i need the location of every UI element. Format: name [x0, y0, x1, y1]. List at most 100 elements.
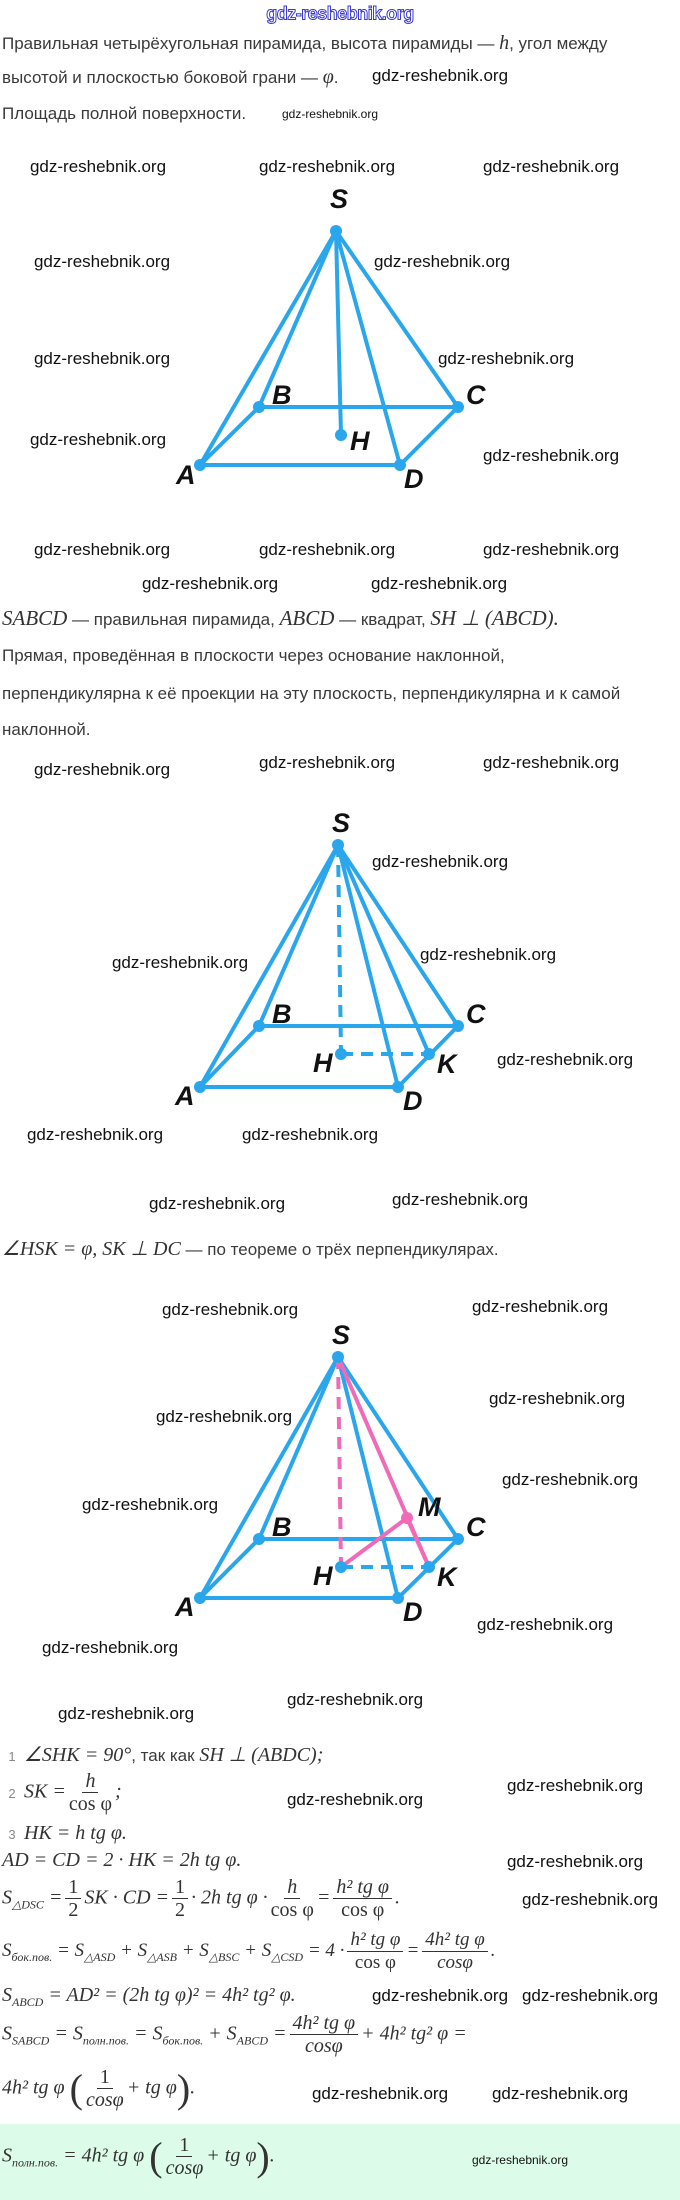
math-part — [194, 1081, 206, 1093]
math-part — [336, 843, 460, 1028]
point-d — [394, 459, 406, 471]
watermark: gdz-reshebnik.org — [241, 1125, 379, 1144]
math-part: cosφ — [165, 2157, 204, 2179]
math-part — [423, 1561, 435, 1573]
math-part: + tg φ — [126, 2076, 177, 2099]
edge-sb — [257, 230, 338, 408]
watermark: gdz-reshebnik.org — [148, 1194, 286, 1213]
point-label: C — [466, 999, 486, 1029]
point-label: B — [272, 1512, 292, 1542]
math-part: cos φ — [354, 1951, 396, 1973]
math-part: △CSD — [271, 1950, 304, 1965]
text: высотой и плоскостью боковой грани — — [2, 68, 323, 87]
watermark: gdz-reshebnik.org — [471, 2153, 569, 2167]
watermark: gdz-reshebnik.org — [33, 760, 171, 779]
problem-question: Площадь полной поверхности. — [2, 104, 247, 123]
text: — квадрат, — [334, 610, 431, 629]
math-part: = S — [56, 1940, 85, 1962]
pyramid-figure-1: S A B C D H — [175, 184, 486, 494]
math-part: бок.пов. — [162, 2033, 204, 2048]
math-part — [336, 1355, 460, 1541]
watermark: gdz-reshebnik.org — [281, 107, 379, 121]
watermark: gdz-reshebnik.org — [476, 1615, 614, 1634]
math-part — [194, 1592, 206, 1604]
point-s — [330, 225, 342, 237]
watermark: gdz-reshebnik.org — [496, 1050, 634, 1069]
text: — по теореме о трёх перпендикулярах. — [180, 1240, 499, 1259]
math-part — [336, 844, 431, 1055]
math-part — [335, 1048, 347, 1060]
math-part: · 2h tg φ · — [191, 1886, 268, 1909]
math-part: △ASB — [147, 1950, 177, 1965]
math-part — [401, 1512, 413, 1524]
math-part: = 4 · — [307, 1940, 345, 1962]
math-part: полн.пов. — [12, 2155, 59, 2170]
text: , так как — [131, 1746, 200, 1765]
watermark: gdz-reshebnik.org — [29, 430, 167, 449]
point-label: H — [313, 1561, 333, 1591]
watermark: gdz-reshebnik.org — [33, 349, 171, 368]
math-part: 1 — [65, 1876, 82, 1899]
math-part: cos φ — [270, 1899, 314, 1921]
math: ABCD — [279, 606, 335, 630]
math-part — [253, 1020, 265, 1032]
watermark: gdz-reshebnik.org — [488, 1389, 626, 1408]
math-part — [332, 839, 344, 851]
point-c — [452, 401, 464, 413]
watermark: gdz-reshebnik.org — [311, 2084, 449, 2103]
point-label: H — [313, 1048, 333, 1078]
math-part: △ASD — [84, 1950, 116, 1965]
step-1: 1 ∠SHK = 90°, так как SH ⊥ (ABDC); — [0, 1742, 323, 1767]
watermark: gdz-reshebnik.org — [155, 1407, 293, 1426]
watermark: gdz-reshebnik.org — [482, 753, 620, 772]
math-part: 4h² tg φ — [422, 1929, 488, 1952]
problem-line-2: высотой и плоскостью боковой грани — φ. — [2, 66, 339, 88]
math-part: S — [2, 2144, 12, 2167]
math-part: . — [190, 2076, 196, 2099]
math-part: ( — [149, 2134, 163, 2179]
math: SH ⊥ (ABDC); — [199, 1744, 324, 1766]
watermark: gdz-reshebnik.org — [391, 1190, 529, 1209]
math: ∠SHK = 90° — [24, 1744, 132, 1766]
watermark: gdz-reshebnik.org — [370, 574, 508, 593]
step-number: 3 — [8, 1827, 16, 1842]
label-h: H — [350, 426, 370, 456]
math-part — [405, 1517, 431, 1568]
math-part: + S — [120, 1940, 148, 1962]
watermark: gdz-reshebnik.org — [373, 252, 511, 271]
watermark: gdz-reshebnik.org — [501, 1470, 639, 1489]
math-part: h — [284, 1876, 301, 1899]
point-label: A — [174, 1081, 195, 1111]
math-part: h² tg φ — [333, 1876, 392, 1899]
watermark: gdz-reshebnik.org — [33, 540, 171, 559]
math-part: = S — [133, 2022, 163, 2045]
step-number: 1 — [8, 1749, 16, 1764]
math-part: 1 — [176, 2134, 193, 2157]
watermark: gdz-reshebnik.org — [521, 1890, 659, 1909]
watermark: gdz-reshebnik.org — [437, 349, 575, 368]
math: SABCD — [2, 606, 68, 630]
site-header-link[interactable]: gdz-reshebnik.org — [266, 3, 415, 24]
math-part: = — [316, 1886, 331, 1909]
point-label: B — [272, 999, 292, 1029]
watermark: gdz-reshebnik.org — [371, 852, 509, 871]
edge-sc — [334, 229, 460, 409]
watermark: gdz-reshebnik.org — [506, 1852, 644, 1871]
math-part: 2 — [175, 1899, 186, 1921]
math-part — [423, 1048, 435, 1060]
math-part — [452, 1020, 464, 1032]
point-label: M — [418, 1492, 441, 1522]
answer-box — [0, 2124, 680, 2200]
point-label: D — [403, 1597, 423, 1627]
math-part: = — [48, 1886, 63, 1909]
math-part: 1 — [172, 1876, 189, 1899]
math-part: SK · CD = — [84, 1886, 170, 1909]
label-s: S — [330, 184, 348, 214]
math-part: ( — [69, 2066, 83, 2111]
